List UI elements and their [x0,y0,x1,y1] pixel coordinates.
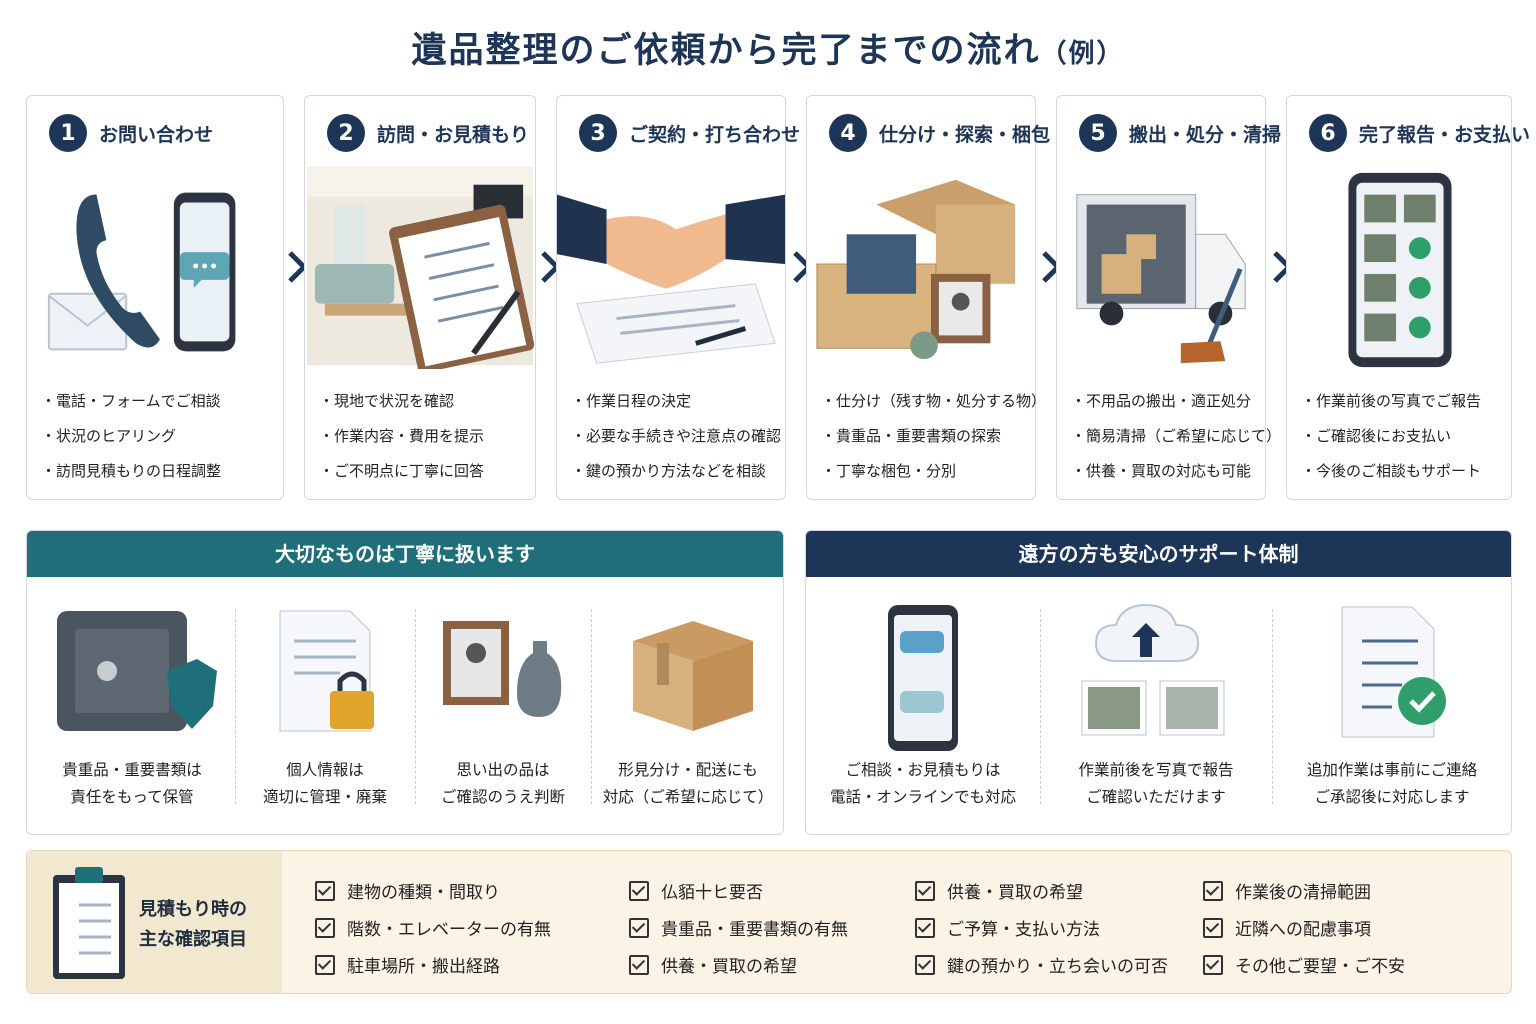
checkbox-checked-icon [1203,917,1223,938]
care-item-delivery: 形見分け・配送にも対応（ご希望に応じて） [591,591,783,821]
chat-icon [900,631,944,653]
checkbox-checked-icon [915,917,935,938]
remote-item-advance-notice: 追加作業は事前にご連絡ご承認後に対応します [1272,591,1511,821]
checklist-item: 仏貊十ヒ要否 [629,878,763,903]
checklist-item: その他ご要望・ご不安 [1203,952,1405,977]
check-circle-icon [1398,677,1446,725]
smartphone-icon [888,605,958,751]
checklist-item: 階数・エレベーターの有無 [315,915,551,940]
lock-icon [330,691,374,729]
truck-icon [1076,194,1246,364]
checklist-icon [1341,606,1446,738]
care-panel-title: 大切なものは丁寧に扱います [27,531,783,577]
smartphone-icon [1348,172,1452,368]
checklist-item: 供養・買取の希望 [629,952,797,977]
broom-icon [1203,268,1243,355]
chat-icon [900,691,944,713]
checklist-item: 駐車場所・搬出経路 [315,952,500,977]
checkbox-checked-icon [915,954,935,975]
step-card-6: 6 完了報告・お支払い 作業前後の写真でご報告 ご確認後にお支払い 今後のご相談… [1286,95,1530,500]
vase-icon [517,641,562,717]
handshake-icon [557,194,785,364]
care-item-personal-info: 個人情報は適切に管理・廃棄 [235,591,415,821]
checklist-item: 建物の種類・間取り [315,878,500,903]
cloud-upload-icon [1081,603,1225,736]
step-number: 1 [49,114,87,152]
step-card-4: 4 仕分け・探索・梱包 仕分け（残す物・処分する物） 貴重品・重要書類の探索 丁… [806,95,1050,500]
photo-frame-icon [443,621,562,717]
document-icon [279,610,374,732]
chat-icon [179,252,230,288]
checkbox-checked-icon [629,880,649,901]
clipboard-icon [53,867,125,979]
checkbox-checked-icon [1203,954,1223,975]
step-title: お問い合わせ [99,123,214,146]
safe-icon [57,611,217,731]
check-circle-icon [1408,237,1431,339]
box-icon [816,179,1016,360]
checklist-item: 鍵の預かり・立ち会いの可否 [915,952,1168,977]
step-items: 電話・フォームでご相談 状況のヒアリング 訪問見積もりの日程調整 [41,384,221,489]
checkbox-checked-icon [629,917,649,938]
remote-panel: 遠方の方も安心のサポート体制 ご相談・お見積もりは電話・オンラインでも対応 作業… [805,530,1512,835]
checklist-label: 見積もり時の 主な確認項目 [139,899,247,950]
remote-panel-title: 遠方の方も安心のサポート体制 [806,531,1511,577]
checkbox-checked-icon [915,880,935,901]
step-card-1: 1 お問い合わせ 電話・フォームでご相談 状況のヒアリング 訪問見積もりの日程調… [26,95,284,500]
checkbox-checked-icon [629,954,649,975]
step-card-5: 5 搬出・処分・清掃 不用品の搬出・適正処分 簡易清掃（ご希望に応じて） 供養・… [1056,95,1281,500]
checkbox-checked-icon [1203,880,1223,901]
page-title: 遺品整理のご依頼から完了までの流れ（例） [411,31,1125,71]
checklist-item: 貴重品・重要書類の有無 [629,915,848,940]
remote-item-photo-report: 作業前後を写真で報告ご確認いただけます [1040,591,1272,821]
shield-icon [167,659,217,729]
care-panel: 大切なものは丁寧に扱います 貴重品・重要書類は責任をもって保管 個人情報は適切に… [26,530,784,835]
remote-item-consult: ご相談・お見積もりは電話・オンラインでも対応 [806,591,1040,821]
checkbox-checked-icon [315,880,335,901]
checklist-item: 作業後の清掃範囲 [1203,878,1371,903]
care-item-memorabilia: 思い出の品はご確認のうえ判断 [415,591,591,821]
estimate-checklist: 見積もり時の 主な確認項目 建物の種類・間取り 階数・エレベーターの有無 駐車場… [26,850,1512,994]
checkbox-checked-icon [315,917,335,938]
checkbox-checked-icon [315,954,335,975]
checklist-item: 近隣への配慮事項 [1203,915,1371,940]
box-icon [633,621,753,731]
checklist-item: 供養・買取の希望 [915,878,1083,903]
step-card-2: 2 訪問・お見積もり 現地で状況を確認 作業内容・費用を提示 ご不明点に丁寧に回… [304,95,536,500]
step-card-3: 3 ご契約・打ち合わせ 作業日程の決定 必要な手続きや注意点の確認 鍵の預かり方… [556,95,800,500]
phone-icon [47,192,236,352]
clipboard-icon [306,166,535,369]
care-item-valuables: 貴重品・重要書類は責任をもって保管 [27,591,237,821]
checklist-item: ご予算・支払い方法 [915,915,1100,940]
